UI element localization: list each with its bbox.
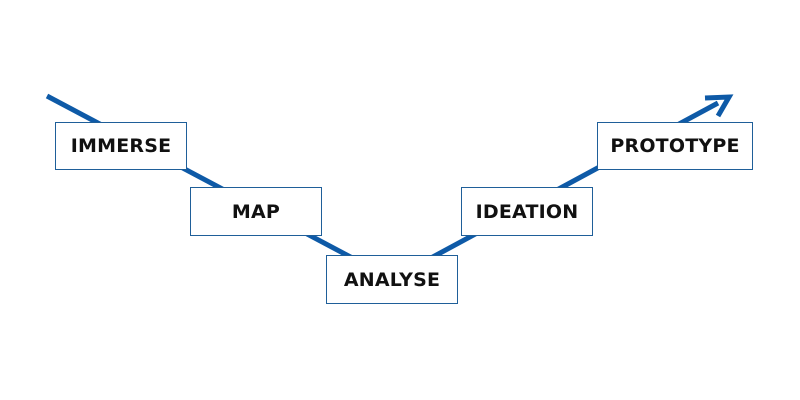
- stage-immerse: IMMERSE: [55, 122, 187, 170]
- stage-analyse: ANALYSE: [326, 255, 458, 304]
- stage-ideation: IDEATION: [461, 187, 593, 236]
- stage-map: MAP: [190, 187, 322, 236]
- stage-prototype: PROTOTYPE: [597, 122, 753, 170]
- arrowhead-icon: [704, 94, 734, 118]
